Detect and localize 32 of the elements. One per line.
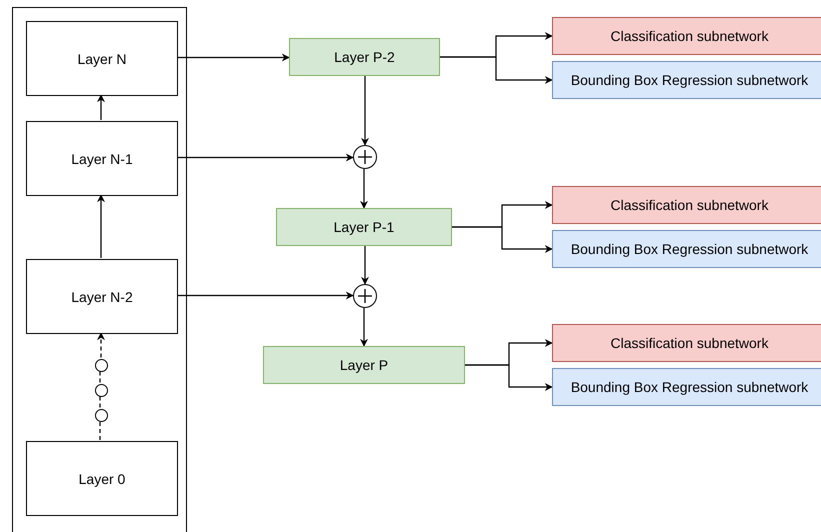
regression-box: Bounding Box Regression subnetwork (552, 61, 821, 99)
pyramid-layer-box: Layer P-1 (276, 208, 452, 246)
layer-box: Layer N (26, 21, 178, 96)
ellipsis-circle (94, 384, 108, 396)
layer-box: Layer 0 (26, 441, 178, 516)
layer-box: Layer N-2 (26, 259, 178, 334)
arrow (360, 308, 368, 347)
arrow (440, 56, 553, 84)
arrow (97, 94, 105, 120)
classification-box: Classification subnetwork (552, 324, 821, 362)
regression-box: Bounding Box Regression subnetwork (552, 368, 821, 406)
arrow (361, 76, 369, 146)
ellipsis-circle (94, 408, 108, 422)
pyramid-layer-box: Layer P-2 (289, 38, 440, 76)
arrow (97, 194, 105, 258)
arrow (177, 292, 354, 300)
pyramid-layer-box: Layer P (263, 346, 465, 384)
regression-box: Bounding Box Regression subnetwork (552, 230, 821, 268)
arrow (360, 169, 368, 209)
arrow (465, 364, 553, 391)
layer-box: Layer N-1 (26, 121, 178, 196)
classification-box: Classification subnetwork (552, 186, 821, 224)
sum-circle (353, 145, 377, 169)
stack-container (12, 7, 187, 532)
arrow (177, 154, 354, 162)
classification-box: Classification subnetwork (552, 17, 821, 55)
sum-circle (353, 284, 377, 308)
arrow (452, 226, 553, 253)
dashed-arrow (97, 332, 105, 358)
arrow (177, 54, 290, 62)
ellipsis-circle (94, 358, 108, 372)
arrow (361, 246, 369, 285)
